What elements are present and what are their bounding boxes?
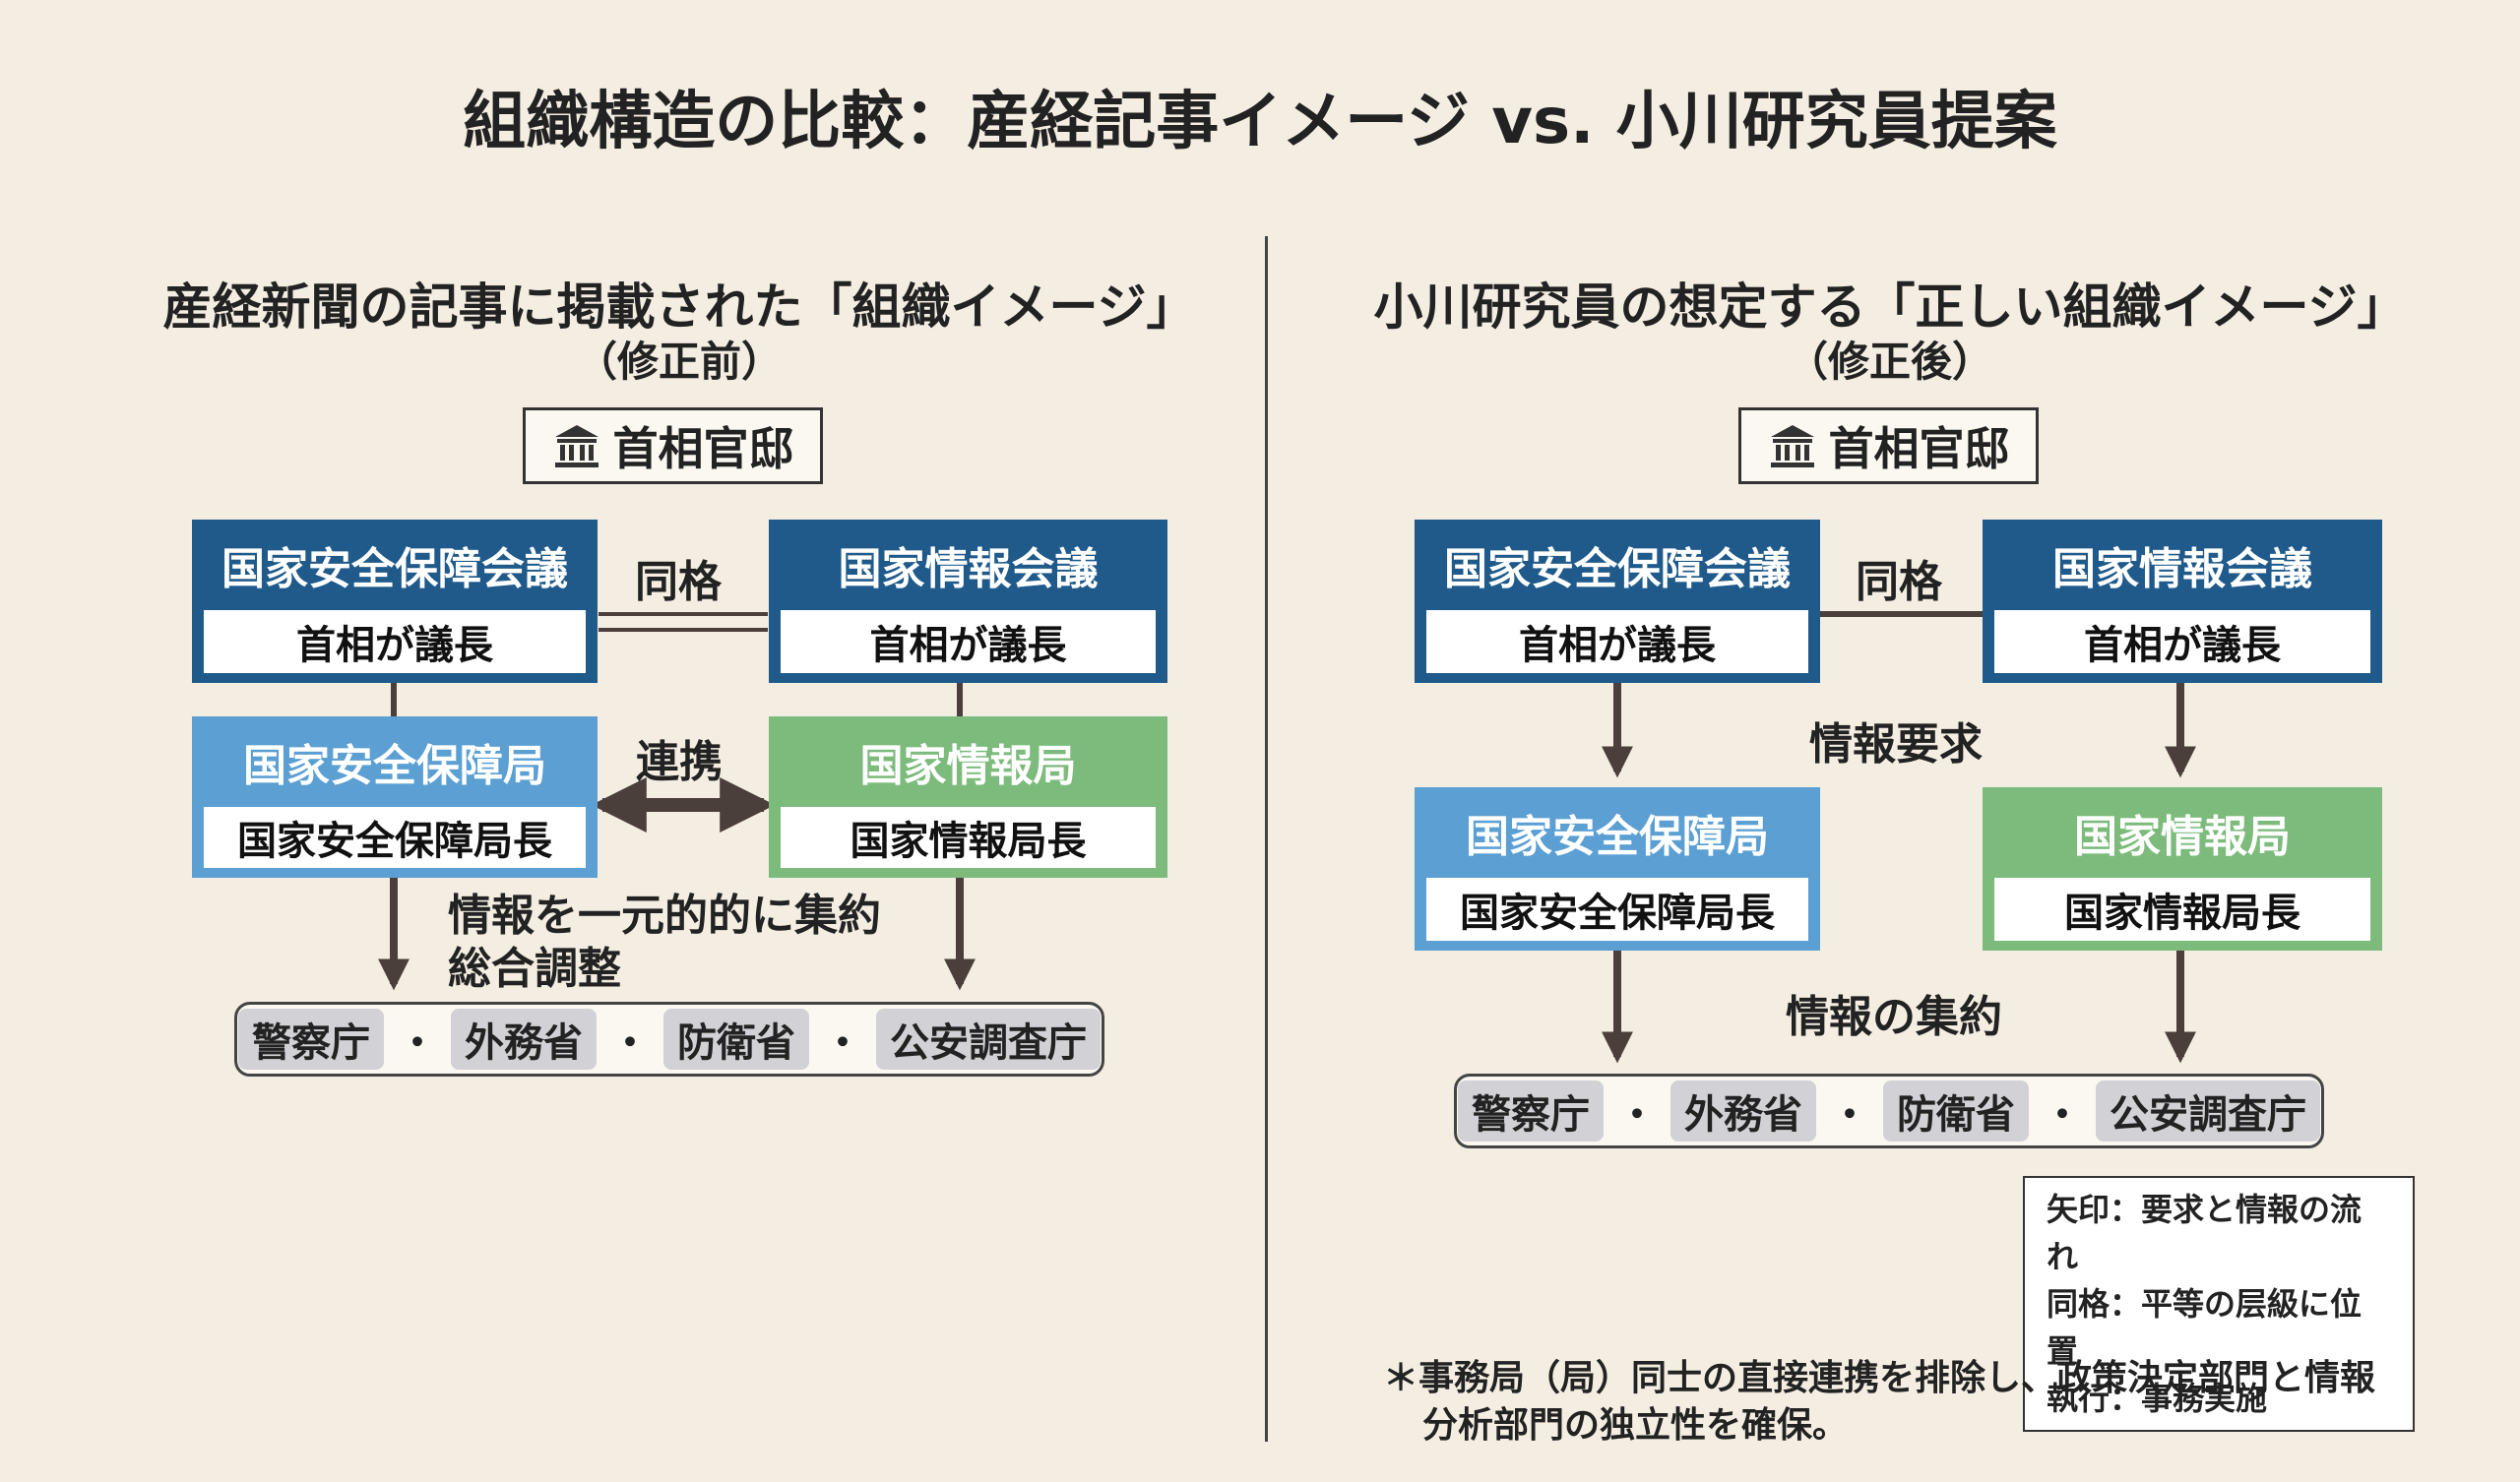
nss-head: 国家安全保障局長 xyxy=(1426,878,1808,941)
left-agencies-box: 警察庁 ・ 外務省 ・ 防衛省 ・ 公安調査庁 xyxy=(234,1002,1104,1077)
agency-mofa: 外務省 xyxy=(1670,1081,1816,1142)
left-equal-label: 同格 xyxy=(635,557,722,607)
consolidate-line-2: 総合調整 xyxy=(448,944,621,994)
nss-head: 国家安全保障局長 xyxy=(204,807,586,868)
separator-dot: ・ xyxy=(1830,1092,1869,1138)
agency-mod: 防衛省 xyxy=(663,1009,809,1070)
footnote-line-1: ＊事務局（局）同士の直接連携を排除し、政策決定部門と情報 xyxy=(1383,1358,2376,1398)
left-consolidate-label: 情報を一元的的に集約 総合調整 xyxy=(448,890,881,996)
separator-dot: ・ xyxy=(2043,1092,2082,1138)
page-title: 組織構造の比較：産経記事イメージ vs. 小川研究員提案 xyxy=(463,86,2057,158)
nsc-name: 国家安全保障会議 xyxy=(1444,544,1791,594)
nss-name: 国家安全保障局 xyxy=(243,741,546,791)
panel-divider xyxy=(1265,236,1268,1442)
left-nia-box: 国家情報局 国家情報局長 xyxy=(769,716,1167,878)
agency-mofa: 外務省 xyxy=(451,1009,597,1070)
right-nic-box: 国家情報会議 首相が議長 xyxy=(1983,520,2382,683)
kantei-label: 首相官邸 xyxy=(1828,422,2010,475)
nic-name: 国家情報会議 xyxy=(2052,544,2312,594)
legend-item-execution: 執行：事務実施 xyxy=(2047,1380,2268,1417)
nia-name: 国家情報局 xyxy=(859,741,1077,791)
separator-dot: ・ xyxy=(610,1020,650,1066)
left-panel-title: 産経新聞の記事に掲載された「組織イメージ」 xyxy=(162,278,1196,336)
nss-name: 国家安全保障局 xyxy=(1466,812,1769,862)
agency-psia: 公安調査庁 xyxy=(876,1009,1101,1070)
left-panel-subtitle: （修正前） xyxy=(575,338,783,386)
government-building-icon xyxy=(1770,425,1814,467)
agency-mod: 防衛省 xyxy=(1883,1081,2029,1142)
nsc-chair: 首相が議長 xyxy=(1426,610,1808,673)
footnote-line-2: 分析部門の独立性を確保。 xyxy=(1422,1405,1849,1446)
right-nss-box: 国家安全保障局 国家安全保障局長 xyxy=(1415,787,1820,951)
agency-police: 警察庁 xyxy=(238,1009,384,1070)
left-kantei-box: 首相官邸 xyxy=(523,407,823,484)
legend-item-arrow: 矢印：要求と情報の流れ xyxy=(2047,1191,2362,1275)
left-nic-box: 国家情報会議 首相が議長 xyxy=(769,520,1167,683)
right-panel-title: 小川研究員の想定する「正しい組織イメージ」 xyxy=(1373,278,2407,336)
left-nsc-box: 国家安全保障会議 首相が議長 xyxy=(192,520,598,683)
right-nia-box: 国家情報局 国家情報局長 xyxy=(1983,787,2382,951)
right-panel-subtitle: （修正後） xyxy=(1786,338,1993,386)
right-agencies-box: 警察庁 ・ 外務省 ・ 防衛省 ・ 公安調査庁 xyxy=(1454,1074,2324,1148)
separator-dot: ・ xyxy=(1617,1092,1657,1138)
footnote: ＊事務局（局）同士の直接連携を排除し、政策決定部門と情報 分析部門の独立性を確保… xyxy=(1383,1355,2375,1450)
nic-name: 国家情報会議 xyxy=(838,544,1099,594)
nic-chair: 首相が議長 xyxy=(781,610,1156,673)
nia-name: 国家情報局 xyxy=(2074,812,2291,862)
nia-head: 国家情報局長 xyxy=(781,807,1156,868)
right-kantei-box: 首相官邸 xyxy=(1738,407,2039,484)
legend-box: 矢印：要求と情報の流れ 同格：平等の层級に位置 執行：事務実施 xyxy=(2023,1176,2415,1432)
separator-dot: ・ xyxy=(823,1020,862,1066)
kantei-label: 首相官邸 xyxy=(612,422,794,475)
agency-psia: 公安調査庁 xyxy=(2096,1081,2320,1142)
nia-head: 国家情報局長 xyxy=(1994,878,2370,941)
separator-dot: ・ xyxy=(398,1020,437,1066)
right-request-label: 情報要求 xyxy=(1809,719,1983,770)
left-link-label: 連携 xyxy=(636,737,723,787)
nsc-name: 国家安全保障会議 xyxy=(221,544,568,594)
nsc-chair: 首相が議長 xyxy=(204,610,586,673)
consolidate-line-1: 情報を一元的的に集約 xyxy=(448,891,881,941)
government-building-icon xyxy=(554,425,598,467)
nic-chair: 首相が議長 xyxy=(1994,610,2370,673)
agency-police: 警察庁 xyxy=(1458,1081,1604,1142)
right-nsc-box: 国家安全保障会議 首相が議長 xyxy=(1415,520,1820,683)
left-nss-box: 国家安全保障局 国家安全保障局長 xyxy=(192,716,598,878)
legend-item-equal: 同格：平等の层級に位置 xyxy=(2047,1285,2362,1370)
right-equal-label: 同格 xyxy=(1856,557,1942,607)
right-gather-label: 情報の集約 xyxy=(1786,992,2002,1042)
